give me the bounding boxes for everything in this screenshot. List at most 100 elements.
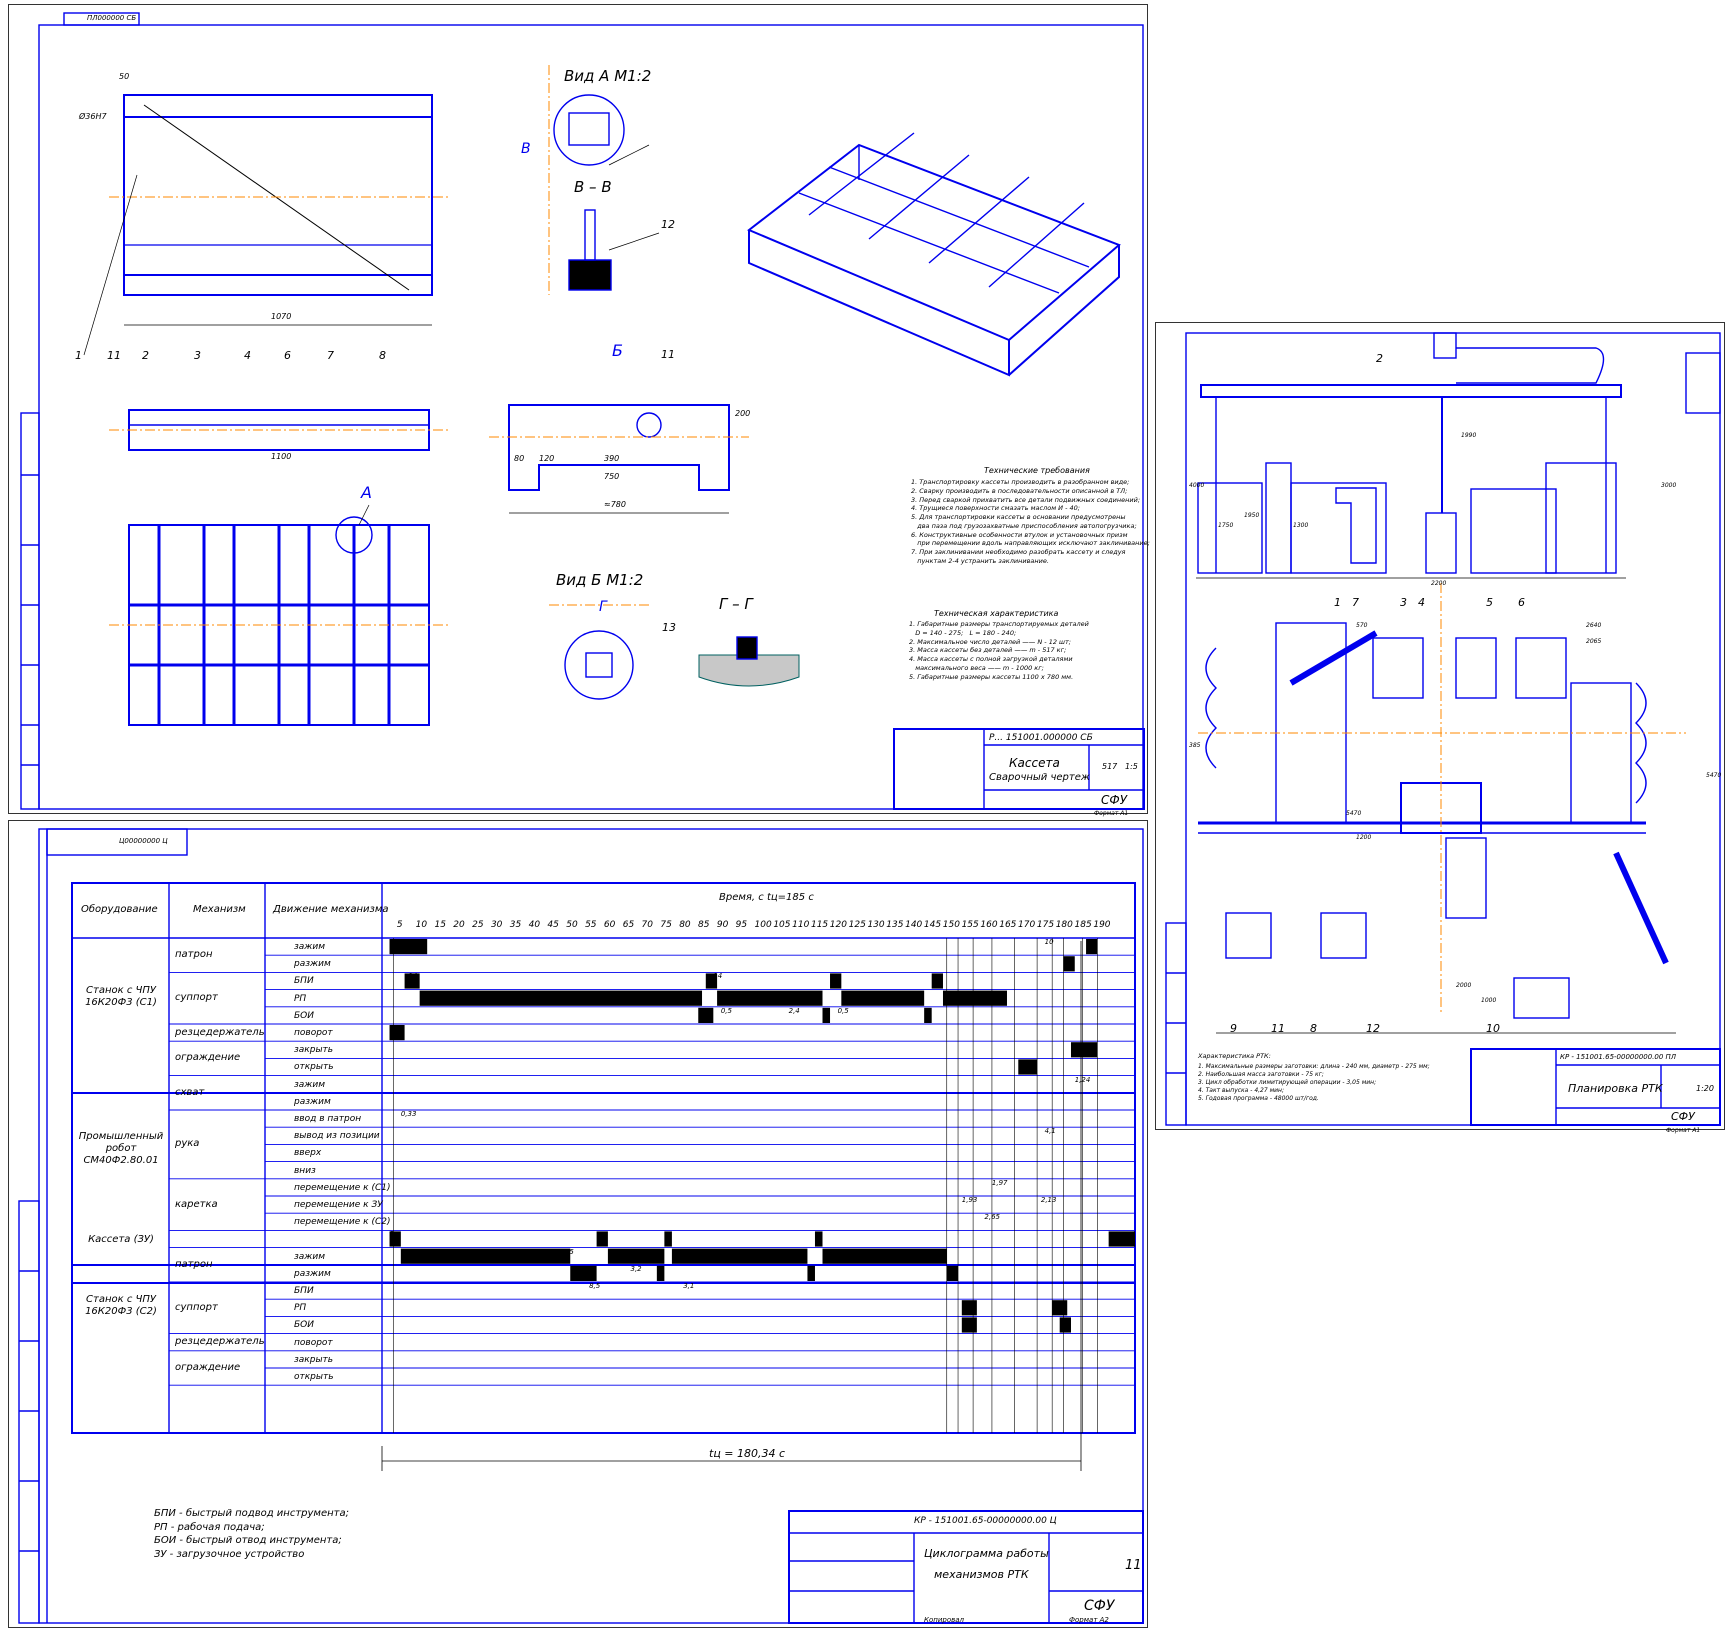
bar-value-label: 14 <box>408 972 418 981</box>
callout-6: 6 <box>284 349 291 362</box>
stamp-code: КР - 151001.65-00000000.00 Ц <box>914 1516 1057 1526</box>
cyclogram-bar <box>807 1265 815 1281</box>
motion-label: поворот <box>294 1337 333 1348</box>
mechanism-label: патрон <box>175 949 213 961</box>
motion-label: поворот <box>294 1028 333 1038</box>
motion-label: разжим <box>294 959 331 970</box>
callout-10: 10 <box>1486 1022 1500 1035</box>
stamp-scale: 1:5 <box>1125 762 1138 771</box>
bar-value-label: 2,65 <box>984 1213 1000 1222</box>
time-tick-label: 170 <box>1018 920 1036 930</box>
bar-value-label: 0,5 <box>720 1006 732 1015</box>
mark-b: Б <box>612 341 623 360</box>
tech-char-line: D = 140 - 275; L = 180 - 240; <box>909 628 1017 637</box>
tech-req-line: 2. Сварку производить в последовательнос… <box>911 486 1128 495</box>
dim-2200: 2200 <box>1431 580 1447 587</box>
bar-value-label: 1,97 <box>991 1178 1008 1187</box>
cyclogram-bar <box>1063 956 1075 972</box>
dim-1200: 5470 <box>1346 810 1362 817</box>
dim-1940: 1200 <box>1356 834 1372 841</box>
top-tag: Ц00000000 Ц <box>119 837 168 845</box>
dim-780: ≈780 <box>604 500 626 509</box>
motion-label: БОИ <box>294 1320 314 1331</box>
motion-label: разжим <box>294 1096 331 1107</box>
cyclogram-svg <box>18 828 1144 1624</box>
motion-label: перемещение к ЗУ <box>294 1200 383 1210</box>
motion-label: перемещение к (С2) <box>294 1217 391 1228</box>
dim-1750: 1750 <box>1218 522 1234 529</box>
time-tick-label: 145 <box>923 920 942 930</box>
stamp-code: КР - 151001.65-00000000.00 ПЛ <box>1560 1053 1677 1061</box>
cycle-time: tц = 180,34 с <box>709 1447 786 1460</box>
tech-char-title: Техническая характеристика <box>934 609 1059 618</box>
tech-req-list: 1. Транспортировку кассеты производить в… <box>911 478 1150 566</box>
motion-label: БПИ <box>294 1286 314 1296</box>
bar-value-label: 3,1 <box>683 1282 695 1290</box>
legend-line: БПИ - быстрый подвод инструмента; <box>154 1508 349 1519</box>
time-tick-label: 140 <box>905 920 923 930</box>
legend: БПИ - быстрый подвод инструмента; РП - р… <box>154 1507 349 1561</box>
stamp-sheet: 11 <box>1125 1558 1142 1573</box>
char-line: 3. Цикл обработки лимитирующей операции … <box>1198 1079 1377 1087</box>
tech-char-line: максимального веса —— m - 1000 кг; <box>909 663 1044 672</box>
time-tick-label: 130 <box>867 920 885 930</box>
time-tick-label: 190 <box>1093 920 1111 930</box>
stamp-title-2: механизмов РТК <box>934 1568 1029 1581</box>
cyclogram-bar <box>1018 1059 1038 1075</box>
motion-label: зажим <box>294 1079 326 1090</box>
cyclogram-bar <box>841 990 925 1006</box>
cyclogram-bar <box>400 1248 571 1264</box>
dim-1950: 1950 <box>1244 512 1260 519</box>
time-tick-label: 85 <box>698 920 710 930</box>
callout-11: 11 <box>1271 1022 1285 1035</box>
cyclogram-bar <box>419 990 703 1006</box>
cyclogram-bar <box>698 1007 714 1023</box>
time-tick-label: 90 <box>716 920 729 930</box>
cyclogram-bar <box>1059 1317 1071 1333</box>
bar-value-label: 0,5 <box>837 1006 849 1015</box>
tech-req-line: 6. Конструктивные особенности втулок и у… <box>911 530 1128 539</box>
cyclogram-bar <box>717 990 823 1006</box>
time-tick-label: 185 <box>1074 920 1092 930</box>
motion-label: вниз <box>294 1165 316 1176</box>
time-tick-label: 95 <box>735 920 748 930</box>
cyclogram-bar <box>961 1300 977 1316</box>
bar-value-label: 44,6 <box>472 1247 488 1256</box>
dim-390: 390 <box>604 454 620 463</box>
time-tick-label: 125 <box>848 920 866 930</box>
mechanism-label: ограждение <box>175 1052 241 1064</box>
cyclogram-bar <box>389 939 428 955</box>
header-time: Время, с tц=185 с <box>719 892 814 903</box>
tech-req-line: 5. Для транспортировки кассеты в основан… <box>911 513 1126 522</box>
mechanism-label: ограждение <box>175 1362 241 1373</box>
callout-5: 5 <box>1486 596 1493 609</box>
motion-label: закрыть <box>294 1045 334 1056</box>
sheet-assembly-drawing: ПЛ000000 СБ Вид А М1:2 В – В Вид Б М1:2 … <box>8 4 1150 817</box>
time-tick-label: 35 <box>509 920 522 930</box>
dim-1000: 1000 <box>1481 997 1497 1004</box>
cyclogram-bar <box>822 1007 831 1023</box>
mechanism-label: суппорт <box>175 992 218 1004</box>
dim-1070: 1070 <box>271 312 292 321</box>
time-tick-label: 135 <box>886 920 904 930</box>
stamp-mass: 517 <box>1102 762 1118 771</box>
stamp-title: Планировка РТК <box>1568 1082 1663 1095</box>
bar-value-label: 1,93 <box>961 1196 978 1204</box>
cyclogram-bar <box>924 1007 932 1023</box>
mechanism-label: рука <box>175 1138 200 1150</box>
cyclogram-bar <box>404 973 420 989</box>
bar-value-label: 10 <box>1044 938 1054 946</box>
cyclogram-bar <box>1070 1042 1098 1058</box>
cyclogram-bar <box>961 1317 977 1333</box>
equipment-label: Кассета (ЗУ) <box>88 1234 154 1245</box>
callout-3: 3 <box>1400 596 1407 609</box>
bar-value-label: 15 <box>622 1247 632 1256</box>
tech-req-title: Технические требования <box>984 466 1090 475</box>
time-tick-label: 105 <box>773 920 791 930</box>
header-equipment: Оборудование <box>81 904 158 915</box>
time-tick-label: 50 <box>566 920 578 930</box>
cyclogram-bar <box>814 1231 823 1247</box>
cyclogram-bar <box>931 973 943 989</box>
time-tick-label: 45 <box>547 920 559 930</box>
sheet-rtk-layout: 1 7 3 4 5 6 2 9 11 8 12 10 4000 1750 195… <box>1155 322 1725 1134</box>
